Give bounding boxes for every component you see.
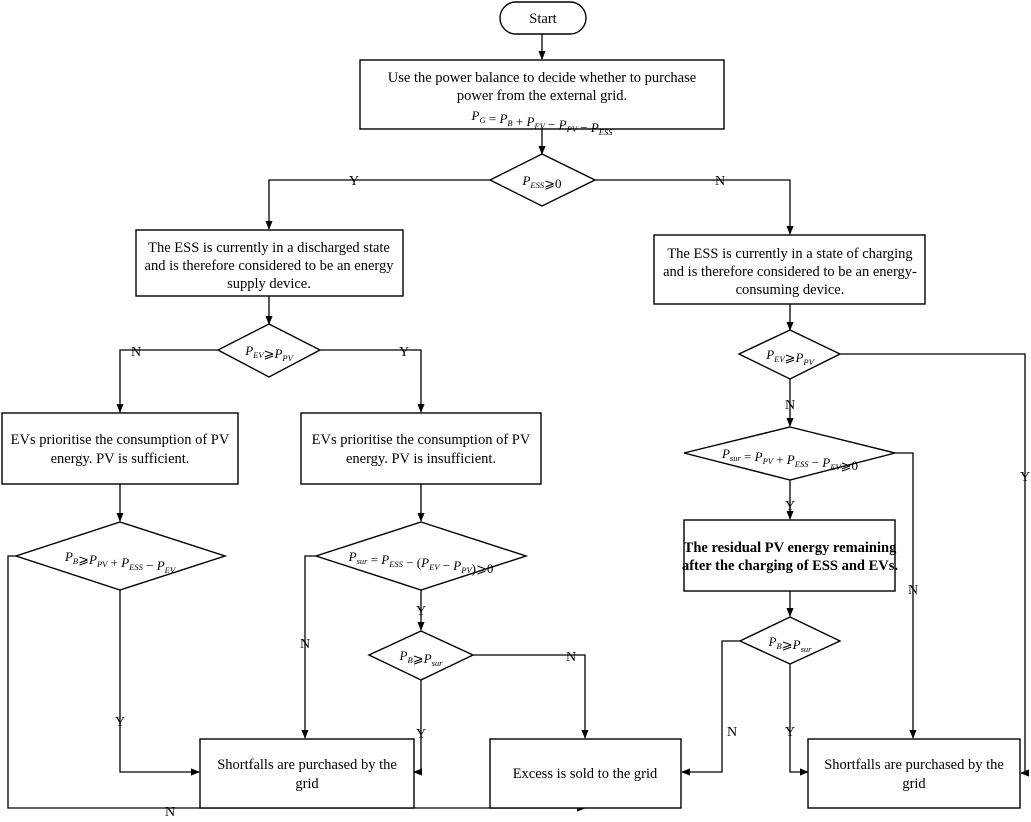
arrow-ess-no-to-right xyxy=(595,179,794,235)
svg-text:EVs prioritise the consumption: EVs prioritise the consumption of PV xyxy=(11,432,230,448)
label-no: N xyxy=(715,174,725,189)
arrow-bsur-n-to-excess xyxy=(473,654,589,739)
power-balance-formula: PG = PB + PEV − PPV − PESS xyxy=(471,108,614,137)
battery-surplus-decision-right: PB⩾Psur xyxy=(738,616,842,665)
svg-text:EVs prioritise the consumption: EVs prioritise the consumption of PV xyxy=(312,432,531,448)
svg-text:Start: Start xyxy=(529,11,556,27)
svg-text:grid: grid xyxy=(902,776,926,792)
svg-text:after the charging of ESS and: after the charging of ESS and EVs. xyxy=(682,558,898,574)
label-yes: Y xyxy=(115,715,125,730)
svg-text:The residual PV energy remaini: The residual PV energy remaining xyxy=(684,540,897,556)
ess-discharged-box: The ESS is currently in a discharged sta… xyxy=(135,229,404,297)
svg-text:Shortfalls are purchased by th: Shortfalls are purchased by the xyxy=(217,757,397,773)
excess-box: Excess is sold to the grid xyxy=(489,738,682,809)
label-no: N xyxy=(566,650,576,665)
svg-text:and is therefore considered to: and is therefore considered to be an ene… xyxy=(145,258,395,274)
svg-text:PB⩾Psur: PB⩾Psur xyxy=(399,648,444,668)
arrow-bsurr-y-to-shortfall-right xyxy=(789,664,809,776)
label-no: N xyxy=(131,345,141,360)
arrow-bsurr-n-to-excess xyxy=(681,640,740,776)
svg-text:energy. PV is sufficient.: energy. PV is sufficient. xyxy=(51,451,190,467)
shortfall-box-right: Shortfalls are purchased by the grid xyxy=(807,738,1021,809)
arrow-sur-no-to-shortfall xyxy=(301,555,318,739)
label-yes: Y xyxy=(785,725,795,740)
ev-pv-decision-right: PEV⩾PPV xyxy=(737,329,842,380)
svg-text:grid: grid xyxy=(295,776,319,792)
pv-insufficient-box: EVs prioritise the consumption of PV ene… xyxy=(300,412,542,485)
label-yes: Y xyxy=(785,499,795,514)
label-no: N xyxy=(300,637,310,652)
arrow-ess-yes-to-left xyxy=(265,179,490,230)
label-yes: Y xyxy=(1020,470,1030,485)
label-no: N xyxy=(785,398,795,413)
label-no: N xyxy=(727,725,737,740)
surplus-decision-mid: Psur = PESS − (PEV − PPV)⩾0 xyxy=(313,521,529,591)
arrow-ev-no-to-ll xyxy=(116,349,218,413)
residual-pv-box: The residual PV energy remaining after t… xyxy=(682,519,898,592)
ev-pv-decision-left: PEV⩾PPV xyxy=(216,323,322,378)
svg-text:PB⩾PPV + PESS − PEV: PB⩾PPV + PESS − PEV xyxy=(64,549,177,575)
label-yes: Y xyxy=(349,174,359,189)
svg-text:supply device.: supply device. xyxy=(227,276,311,292)
arrow-ev-yes-to-lm xyxy=(320,349,425,413)
surplus-decision-right: Psur = PPV + PESS − PEV⩾0 xyxy=(683,426,896,481)
svg-text:The ESS is currently in a disc: The ESS is currently in a discharged sta… xyxy=(148,240,390,256)
arrow-evr-y-to-shortfall-right xyxy=(840,353,1030,777)
pv-sufficient-box: EVs prioritise the consumption of PV ene… xyxy=(1,412,239,485)
svg-text:energy. PV is insufficient.: energy. PV is insufficient. xyxy=(346,451,496,467)
shortfall-box-left: Shortfalls are purchased by the grid xyxy=(199,738,415,809)
label-no: N xyxy=(908,583,918,598)
svg-text:and is therefore considered to: and is therefore considered to be an ene… xyxy=(663,264,917,280)
battery-surplus-decision-mid: PB⩾Psur xyxy=(367,630,475,681)
battery-pv-decision: PB⩾PPV + PESS − PEV xyxy=(13,521,228,591)
svg-text:Excess is sold to the grid: Excess is sold to the grid xyxy=(513,766,658,782)
power-balance-box: Use the power balance to decide whether … xyxy=(359,59,725,137)
arrow-surr-n-to-shortfall-right xyxy=(895,452,917,739)
arrow-bsur-y-to-shortfall xyxy=(413,680,423,776)
label-yes: Y xyxy=(399,345,409,360)
label-yes: Y xyxy=(416,727,426,742)
start-node: Start xyxy=(499,1,587,35)
branch-labels: Y N N Y Y N N Y Y N N Y Y N N Y xyxy=(115,174,1030,820)
svg-text:The ESS is currently in a stat: The ESS is currently in a state of charg… xyxy=(667,246,912,262)
svg-text:PESS⩾0: PESS⩾0 xyxy=(521,173,561,191)
ess-decision: PESS⩾0 xyxy=(488,153,597,207)
svg-text:Psur = PESS − (PEV − PPV)⩾0: Psur = PESS − (PEV − PPV)⩾0 xyxy=(348,549,494,576)
svg-text:Shortfalls are purchased by th: Shortfalls are purchased by the xyxy=(824,757,1004,773)
label-yes: Y xyxy=(416,604,426,619)
svg-text:PEV⩾PPV: PEV⩾PPV xyxy=(765,347,815,367)
svg-text:power from the external grid.: power from the external grid. xyxy=(457,88,627,104)
label-no: N xyxy=(165,805,175,820)
svg-text:Psur = PPV + PESS − PEV⩾0: Psur = PPV + PESS − PEV⩾0 xyxy=(721,446,858,473)
arrow-bpv-yes-to-shortfall xyxy=(119,590,200,776)
svg-text:PEV⩾PPV: PEV⩾PPV xyxy=(244,343,294,363)
ess-charging-box: The ESS is currently in a state of charg… xyxy=(653,234,926,305)
svg-text:PB⩾Psur: PB⩾Psur xyxy=(768,634,813,654)
svg-text:Use the power balance to decid: Use the power balance to decide whether … xyxy=(388,70,696,86)
svg-text:consuming device.: consuming device. xyxy=(736,282,845,298)
